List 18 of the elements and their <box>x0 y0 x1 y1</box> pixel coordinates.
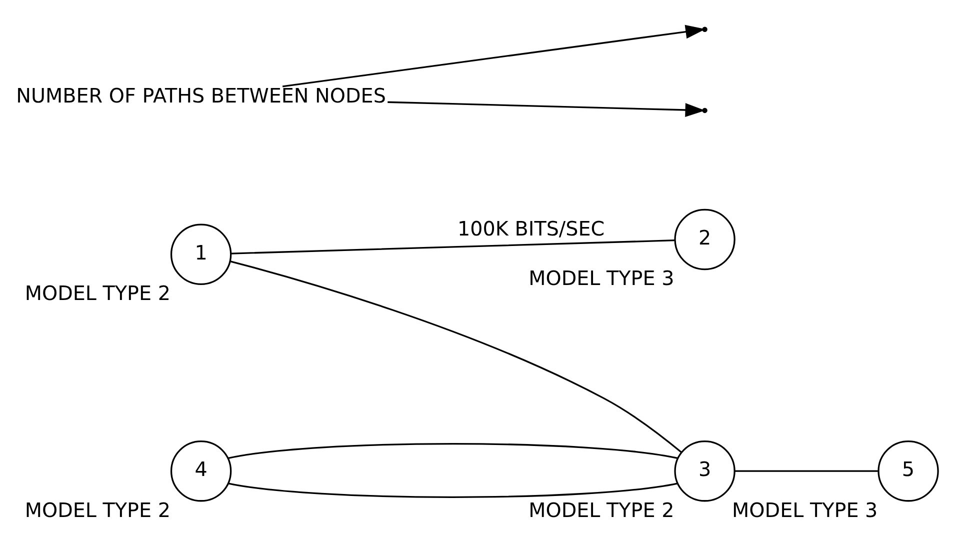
node-circle: 4 <box>170 440 232 502</box>
node-label: MODEL TYPE 2 <box>24 282 170 305</box>
node-label: MODEL TYPE 2 <box>24 498 170 522</box>
node-label: MODEL TYPE 3 <box>528 266 674 290</box>
node-circle: 3 <box>674 440 736 502</box>
node-circle: 1 <box>170 223 232 284</box>
node-text: NUMBER OF PATHS BETWEEN NODES <box>16 84 386 107</box>
connector <box>230 260 682 453</box>
node-label: MODEL TYPE 2 <box>528 498 674 522</box>
node-circle: 2 <box>674 208 736 270</box>
connector <box>228 442 678 459</box>
edge-label: 100K BITS/SEC <box>458 217 605 240</box>
arrow <box>388 100 706 116</box>
connector <box>228 482 678 498</box>
node-circle: 5 <box>878 440 939 502</box>
arrow <box>282 24 706 87</box>
connector <box>734 470 878 472</box>
connector <box>231 239 674 254</box>
